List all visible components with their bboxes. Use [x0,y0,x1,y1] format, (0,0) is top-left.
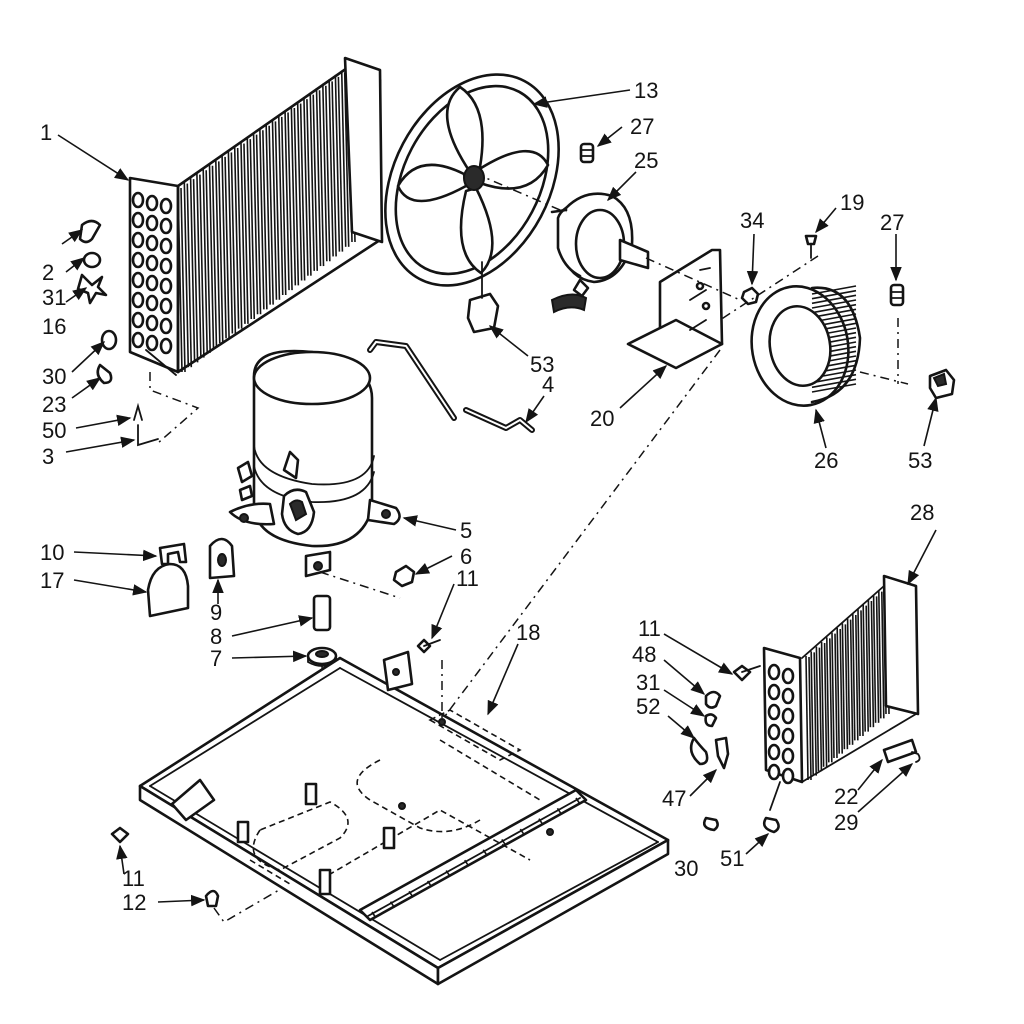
callout-34: 34 [740,208,764,233]
callout-17: 17 [40,568,64,593]
callout-31b: 31 [636,670,660,695]
callout-19: 19 [840,190,864,215]
set-screw-27a [579,142,595,164]
callout-16: 16 [42,314,66,339]
callout-labels: 1 2 31 16 30 23 50 3 13 27 25 34 19 27 5… [40,78,934,915]
callout-47: 47 [662,786,686,811]
clip-12 [204,889,220,908]
pan-stud-4 [318,868,332,896]
callout-29: 29 [834,810,858,835]
callout-22: 22 [834,784,858,809]
callout-7: 7 [210,646,222,671]
callout-31a: 31 [42,285,66,310]
callout-27a: 27 [630,114,654,139]
callout-11a: 11 [456,566,479,591]
screw-11-left [110,826,130,844]
callout-11c: 11 [122,866,145,891]
leader-arrows [57,89,939,907]
set-screw-27b [889,283,905,307]
callout-30a: 30 [42,364,66,389]
screw-19 [804,234,818,259]
condenser-coil [128,56,384,376]
fan-motor [550,192,650,314]
pan-stud-1 [304,782,318,806]
callout-53a: 53 [530,352,554,377]
callout-11b: 11 [638,616,661,641]
terminal-cover-17 [146,562,190,618]
callout-12: 12 [122,890,146,915]
evap-fittings [689,664,921,834]
callout-48: 48 [632,642,656,667]
compressor [228,349,401,578]
callout-9: 9 [210,600,222,625]
callout-51: 51 [720,846,744,871]
nut-34 [740,286,760,306]
callout-18: 18 [516,620,540,645]
sleeve-8 [312,594,332,632]
callout-20: 20 [590,406,614,431]
callout-3: 3 [42,444,54,469]
pan-stud-3 [382,826,396,850]
pan-stud-2 [236,820,250,844]
screw-11-upper [416,638,441,654]
motor-mount-bracket [626,248,724,370]
callout-50: 50 [42,418,66,443]
coil-fittings-left [76,219,200,447]
callout-13: 13 [634,78,658,103]
callout-52: 52 [636,694,660,719]
nut-6 [319,564,416,599]
callout-6: 6 [460,544,472,569]
callout-53b: 53 [908,448,932,473]
terminal-clip-10 [158,542,188,566]
callout-26: 26 [814,448,838,473]
condenser-fan [384,73,560,287]
callout-28: 28 [910,500,934,525]
callout-25: 25 [634,148,658,173]
gasket-9 [208,537,236,580]
blower-clip-right [928,368,956,400]
blower-wheel [750,285,862,407]
callout-1: 1 [40,120,52,145]
capillary-tube-4 [367,339,535,433]
callout-10: 10 [40,540,64,565]
callout-5: 5 [460,518,472,543]
callout-8: 8 [210,624,222,649]
evaporator-coil [762,574,920,785]
callout-30b: 30 [674,856,698,881]
base-pan [138,650,670,986]
callout-27b: 27 [880,210,904,235]
callout-23: 23 [42,392,66,417]
callout-2: 2 [42,260,54,285]
callout-4: 4 [542,372,554,397]
